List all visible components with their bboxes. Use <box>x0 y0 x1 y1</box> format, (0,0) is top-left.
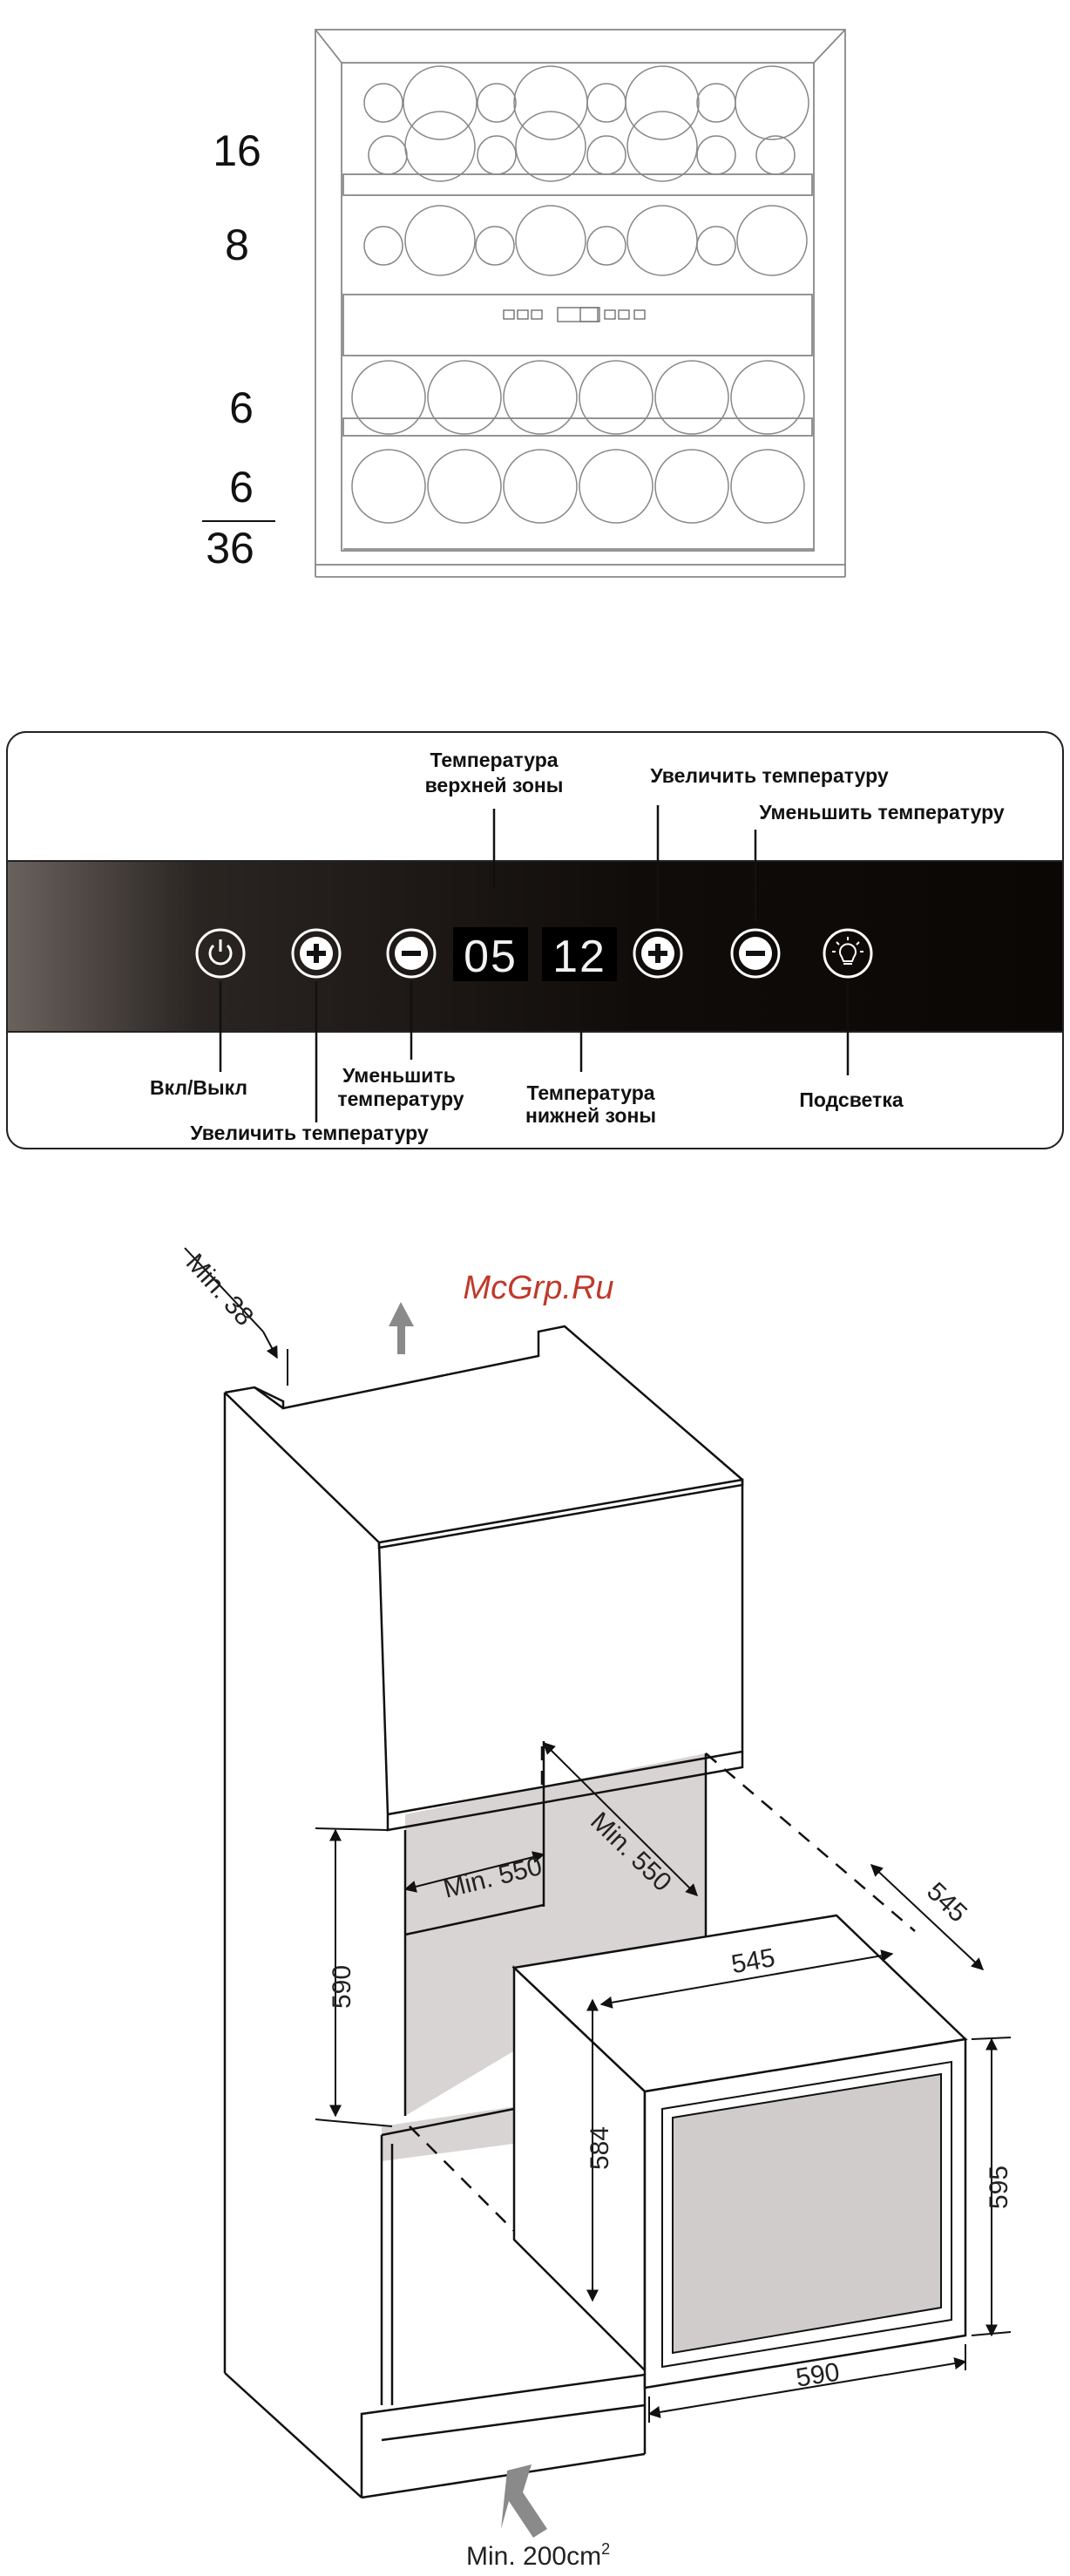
dim-unit-height-total: 595 <box>985 2166 1013 2209</box>
bottle <box>516 112 586 181</box>
upper-decrease-button[interactable] <box>388 930 435 977</box>
bottle <box>369 136 407 174</box>
bottle <box>731 450 804 523</box>
wine-rack-diagram: 16 8 6 6 36 <box>0 0 1070 610</box>
bottle <box>737 206 807 275</box>
airflow-arrow-top <box>389 1302 414 1354</box>
dim-niche-height: 590 <box>328 1965 356 2009</box>
dim-unit-height-body: 584 <box>586 2126 614 2170</box>
installation-diagram: McGrp.Ru <box>0 1203 1070 2572</box>
label-light: Подсветка <box>799 1088 903 1111</box>
lower-decrease-button[interactable] <box>732 930 779 977</box>
label-decrease-temp-top: Уменьшить температуру <box>759 801 1004 824</box>
label-upper-zone-temp-line1: Температура <box>430 749 558 771</box>
bottle <box>627 206 697 275</box>
bottle <box>364 227 403 265</box>
bottle <box>504 450 577 523</box>
bottle <box>403 66 477 139</box>
appliance <box>514 1915 965 2388</box>
bottle <box>697 84 735 122</box>
upper-increase-button[interactable] <box>293 930 340 977</box>
bottle <box>476 227 514 265</box>
label-lower-zone-temp-line1: Температура <box>526 1081 654 1104</box>
bottle <box>405 206 475 275</box>
dim-min-top: Min. 38 <box>180 1249 259 1332</box>
bottle <box>697 227 735 265</box>
label-lower-zone-temp-line2: нижней зоны <box>525 1104 656 1127</box>
bottle <box>655 450 728 523</box>
airflow-arrow-bottom <box>501 2464 547 2538</box>
bottle <box>516 206 586 275</box>
dim-unit-depth-side: 545 <box>921 1877 972 1929</box>
label-upper-zone-temp-line2: верхней зоны <box>425 774 564 797</box>
bottle <box>364 84 403 122</box>
dim-vent-min: Min. 200cm2 <box>466 2540 610 2571</box>
dim-unit-width-bottom: 590 <box>794 2357 842 2392</box>
shelf-count-top: 16 <box>213 126 261 175</box>
vent-min-label: Min. 200cm <box>466 2542 601 2571</box>
shelf-count-fourth: 6 <box>229 463 254 512</box>
bottle <box>587 136 626 174</box>
bottle <box>697 136 735 174</box>
bottle <box>626 66 699 139</box>
lower-increase-button[interactable] <box>634 930 681 977</box>
lower-display-value: 12 <box>552 932 606 982</box>
shelf-count-third: 6 <box>229 383 254 432</box>
bottle <box>587 84 626 122</box>
wine-rack-section: 16 8 6 6 36 <box>0 0 1070 610</box>
label-power: Вкл/Выкл <box>150 1076 247 1099</box>
watermark: McGrp.Ru <box>463 1270 613 1306</box>
label-increase-temp-bottom: Увеличить температуру <box>190 1122 428 1144</box>
bottle <box>477 136 516 174</box>
bottle <box>477 84 516 122</box>
shelf-count-second: 8 <box>225 220 249 269</box>
bottle <box>756 136 795 174</box>
bottle <box>405 112 475 181</box>
vent-min-sup: 2 <box>601 2540 610 2558</box>
installation-section: McGrp.Ru <box>0 1203 1070 2572</box>
label-increase-temp-top: Увеличить температуру <box>650 764 888 787</box>
panel-glass <box>7 861 1063 1032</box>
upper-display-value: 05 <box>464 932 518 982</box>
bottle <box>735 66 809 139</box>
bottle <box>627 112 697 181</box>
label-decrease-temp-bottom-line1: Уменьшить <box>342 1064 456 1087</box>
control-panel-section: Температура верхней зоны Увеличить темпе… <box>0 723 1070 1159</box>
control-panel-diagram: Температура верхней зоны Увеличить темпе… <box>0 723 1070 1159</box>
shelf-count-total: 36 <box>206 524 254 573</box>
bottle <box>352 450 425 523</box>
bottle <box>428 450 501 523</box>
bottle <box>587 227 626 265</box>
label-decrease-temp-bottom-line2: температуру <box>337 1088 464 1110</box>
bottle <box>514 66 587 139</box>
bottle <box>579 450 653 523</box>
